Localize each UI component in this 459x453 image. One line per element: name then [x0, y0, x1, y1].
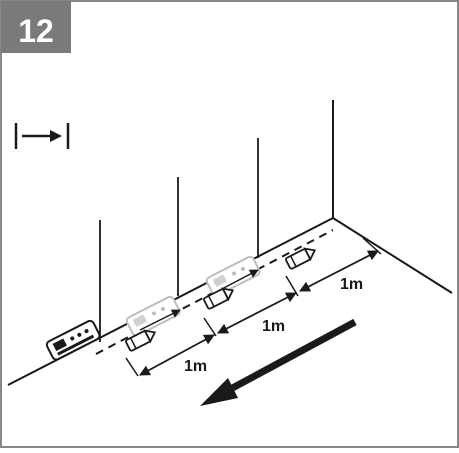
laser-beams: [99, 138, 259, 342]
dimension-line-front: [139, 334, 215, 376]
device-move-arrow-2: [219, 269, 259, 291]
floor-right-wall-edge: [332, 217, 453, 294]
single-distance-measurement-icon: [14, 123, 70, 149]
step-badge-background: [1, 1, 71, 53]
step-badge: 12: [1, 1, 71, 53]
direction-arrow: [200, 318, 357, 406]
laser-measure-device-ghost-2: [205, 255, 261, 297]
dimension-line-back: [299, 250, 379, 292]
dimension-label-middle: 1m: [262, 318, 285, 335]
dimension-label-back: 1m: [340, 276, 363, 293]
laser-measure-device-ghost-1: [125, 295, 181, 337]
dimension-line-middle: [217, 292, 297, 334]
dimension-label-front: 1m: [184, 358, 207, 375]
step-number: 12: [18, 13, 54, 49]
laser-measure-device: [45, 319, 101, 361]
device-move-arrow-1: [139, 309, 181, 331]
